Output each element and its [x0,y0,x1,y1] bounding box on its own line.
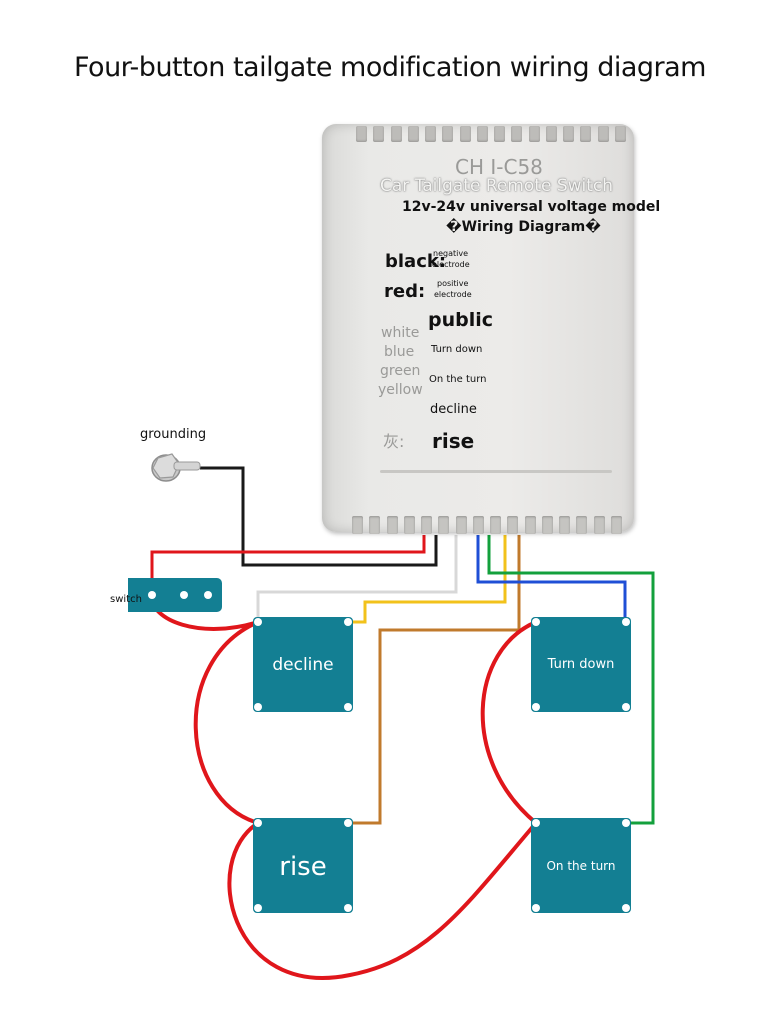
on-the-turn-button-label: On the turn [546,859,616,873]
red-wire-desc-2: electrode [434,290,472,299]
brown-wire-desc: rise [432,429,475,453]
red-loop-onturn-turndown [480,620,538,825]
page-title: Four-button tailgate modification wiring… [73,52,707,83]
grounding-bolt-icon [151,453,201,482]
red-loop-decline-rise [193,620,259,825]
black-wire [200,466,438,567]
red-loop-rise-onturn [227,821,538,980]
green-wire [487,535,655,825]
green-wire-label: green [380,363,421,379]
black-wire-desc-2: electrode [432,260,470,269]
device-diagram-label: �Wiring Diagram� [446,219,601,235]
device-name: Car Tailgate Remote Switch [380,176,614,196]
yellow-wire-label: yellow [378,382,423,398]
white-wire [256,535,458,622]
black-wire-desc-1: negative [433,249,468,258]
red-wire-desc-1: positive [437,279,469,288]
black-wire-label: black: [385,251,447,272]
brown-wire-label: 灰: [383,432,405,451]
grounding-label: grounding [140,427,207,442]
turn-down-button-label: Turn down [547,657,615,672]
device-bottom-vents [352,516,622,538]
device-top-vents [356,126,626,146]
device-model-text: CH I-C58 [455,155,543,179]
on-the-turn-button: On the turn [531,818,631,913]
rise-button: rise [253,818,353,913]
switch-terminal [204,591,212,599]
rise-button-label: rise [279,852,327,882]
device-voltage: 12v-24v universal voltage model [402,199,661,215]
red-wire-label: red: [384,281,426,302]
blue-wire-desc: Turn down [431,344,483,355]
green-wire-desc: On the turn [429,374,487,385]
device-groove [380,470,612,473]
red-wire-to-switch [150,535,426,596]
yellow-wire [350,535,507,624]
decline-button-label: decline [272,655,334,675]
switch-terminal [148,591,156,599]
yellow-wire-desc: decline [430,402,477,417]
remote-switch-device [322,124,634,532]
switch-terminal [180,591,188,599]
switch-label: switch [110,594,142,605]
blue-wire-label: blue [384,344,415,360]
blue-wire [476,535,627,622]
turn-down-button: Turn down [531,617,631,712]
white-wire-desc: public [428,309,494,331]
switch-plate [128,578,222,612]
decline-button: decline [253,617,353,712]
white-wire-label: white [381,325,420,341]
brown-wire [350,535,521,825]
